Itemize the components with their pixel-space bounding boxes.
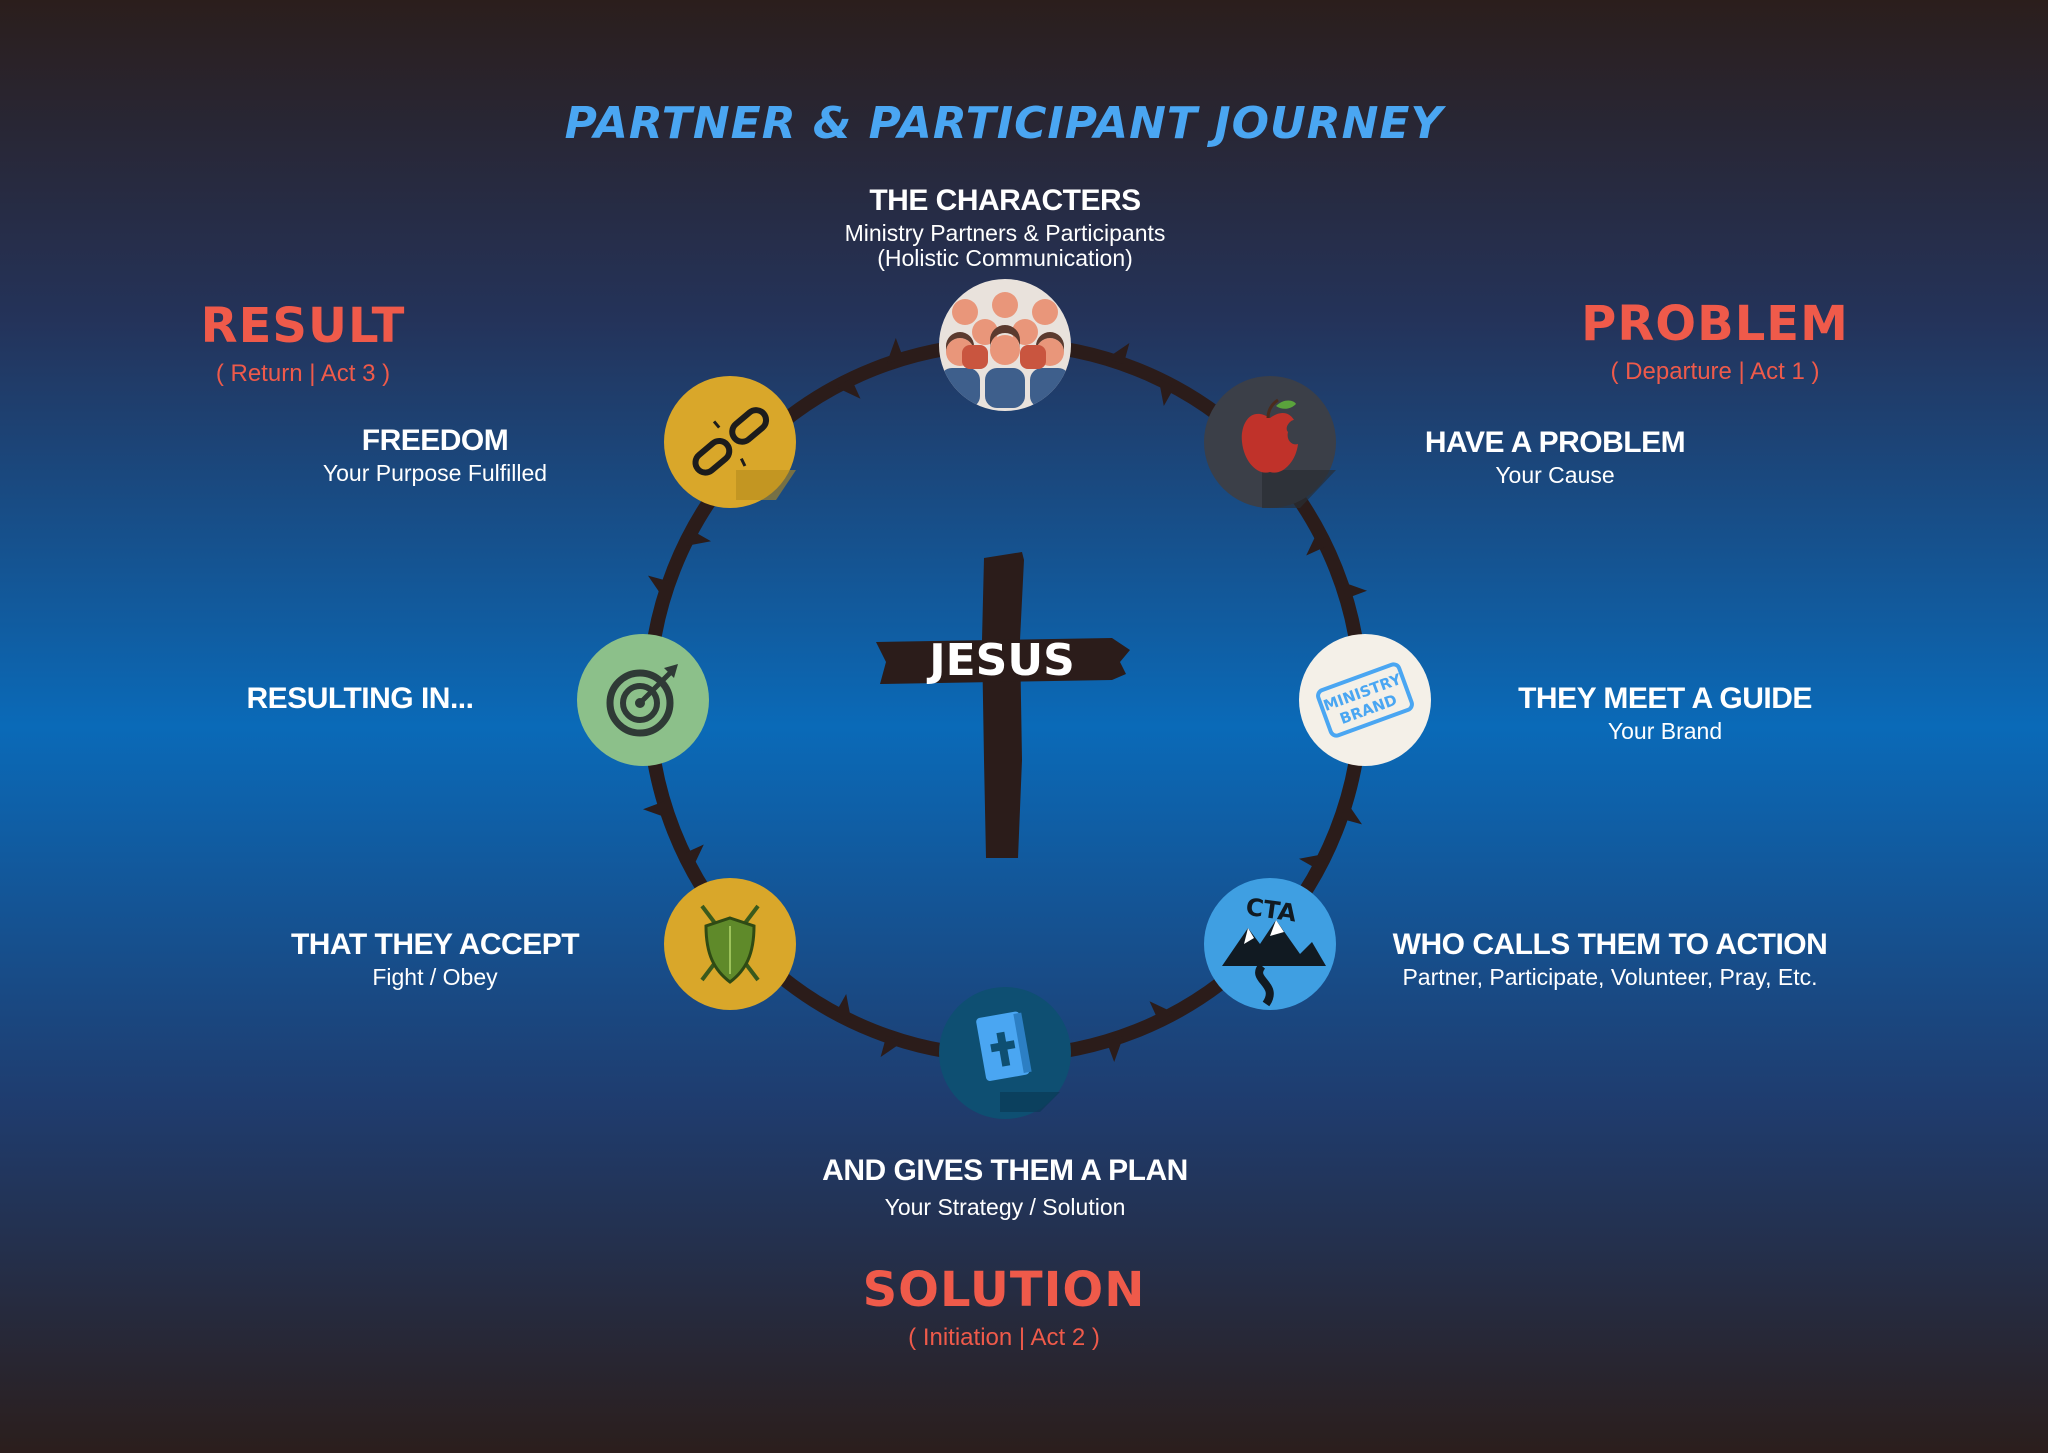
thorn: [1106, 343, 1130, 365]
thorn: [683, 530, 711, 547]
node-icon-freedom: [664, 376, 796, 508]
node-sub2-characters: (Holistic Communication): [877, 245, 1133, 271]
center-label: JESUS: [926, 635, 1075, 686]
thorn: [1340, 581, 1367, 599]
node-heading-accept: THAT THEY ACCEPT: [290, 928, 580, 961]
node-icon-action: CTA: [1204, 878, 1336, 1010]
bible-icon: [976, 1011, 1032, 1081]
shield-swords-icon: [700, 904, 760, 984]
node-icon-accept: [664, 878, 796, 1010]
node-sub-characters: Ministry Partners & Participants: [844, 220, 1166, 246]
cross-icon: JESUS: [876, 552, 1130, 858]
thorn: [683, 844, 704, 870]
page-title: PARTNER & PARTICIPANT JOURNEY: [564, 98, 1444, 149]
thorn: [835, 378, 861, 399]
node-sub-freedom: Your Purpose Fulfilled: [322, 460, 548, 486]
node-sub-guide: Your Brand: [1607, 718, 1723, 744]
thorn: [1106, 1035, 1124, 1062]
node-heading-plan: AND GIVES THEM A PLAN: [822, 1154, 1188, 1187]
thorn: [643, 801, 670, 819]
node-sub-plan: Your Strategy / Solution: [884, 1194, 1126, 1220]
section-sub-problem: ( Departure | Act 1 ): [1610, 358, 1820, 385]
cta-mountain-icon: CTA: [1222, 893, 1326, 1007]
node-heading-problem: HAVE A PROBLEM: [1424, 426, 1686, 459]
thorn: [1306, 530, 1327, 556]
node-icon-resulting: [577, 634, 709, 766]
node-heading-resulting: RESULTING IN...: [246, 682, 474, 715]
node-heading-freedom: FREEDOM: [361, 424, 509, 457]
node-icon-problem: [1204, 376, 1336, 508]
section-heading-result: RESULT: [200, 298, 406, 354]
node-icon-guide: MINISTRY BRAND: [1299, 634, 1431, 766]
node-sub-accept: Fight / Obey: [372, 964, 498, 990]
thorn: [1299, 853, 1327, 870]
bitten-apple-icon: [1241, 398, 1298, 473]
target-icon: [606, 664, 678, 737]
thorn: [1340, 801, 1362, 825]
node-sub-action: Partner, Participate, Volunteer, Pray, E…: [1402, 964, 1818, 990]
node-icon-plan: [939, 987, 1071, 1119]
broken-chain-icon: [692, 407, 770, 476]
thorn: [835, 994, 852, 1022]
section-sub-solution: ( Initiation | Act 2 ): [908, 1324, 1100, 1351]
node-heading-characters: THE CHARACTERS: [869, 184, 1141, 217]
thorns: [643, 338, 1367, 1062]
section-heading-solution: SOLUTION: [862, 1262, 1146, 1318]
node-heading-guide: THEY MEET A GUIDE: [1518, 682, 1812, 715]
thorn: [880, 1035, 904, 1057]
node-heading-action: WHO CALLS THEM TO ACTION: [1392, 928, 1828, 961]
section-sub-result: ( Return | Act 3 ): [215, 360, 391, 387]
people-group-icon: [940, 292, 1070, 408]
section-heading-problem: PROBLEM: [1581, 296, 1849, 352]
thorn: [886, 338, 904, 365]
node-icon-characters: [939, 279, 1071, 411]
thorn: [648, 575, 670, 599]
node-sub-problem: Your Cause: [1495, 462, 1615, 488]
thorn: [1158, 378, 1175, 406]
thorn: [1149, 1001, 1175, 1022]
